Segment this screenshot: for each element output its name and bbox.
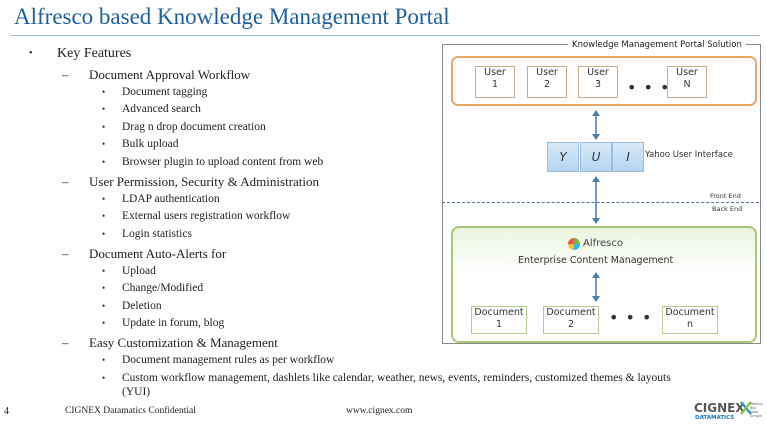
website-url: www.cignex.com: [346, 406, 413, 416]
document-number: n: [686, 319, 694, 330]
list-item: Change/Modified: [102, 282, 203, 294]
list-item: Drag n drop document creation: [102, 121, 266, 133]
yui-u-box: U: [580, 142, 612, 172]
ecm-label: Enterprise Content Management: [518, 255, 674, 266]
user-number: 2: [543, 79, 551, 90]
user-box: User 3: [578, 66, 618, 98]
list-item: Browser plugin to upload content from we…: [102, 156, 323, 168]
confidential-note: CIGNEX Datamatics Confidential: [65, 406, 196, 416]
document-label: Document: [474, 307, 524, 318]
document-box: Document n: [662, 306, 718, 334]
double-arrow-icon: [592, 176, 600, 224]
list-item: Bulk upload: [102, 138, 178, 150]
list-item: Login statistics: [102, 228, 192, 240]
list-item: Deletion: [102, 300, 161, 312]
back-end-label: Back End: [712, 205, 743, 213]
list-item: Document management rules as per workflo…: [102, 354, 334, 366]
double-arrow-icon: [592, 272, 600, 302]
section-heading: Document Auto-Alerts for: [62, 246, 226, 262]
yui-label: Yahoo User Interface: [645, 150, 733, 160]
list-item: External users registration workflow: [102, 210, 290, 222]
logo-tagline: Making Big Data Simple: [750, 402, 763, 418]
user-number: N: [683, 79, 691, 90]
list-item: Upload: [102, 265, 156, 277]
document-box: Document 1: [471, 306, 527, 334]
diagram-title: Knowledge Management Portal Solution: [568, 40, 746, 50]
user-label: User: [536, 67, 558, 78]
alfresco-logo-icon: [568, 238, 580, 250]
cignex-logo: CIGNEX DATAMATICS Making Big Data Simple: [694, 401, 763, 423]
key-features-heading: Key Features: [29, 46, 131, 62]
user-label: User: [676, 67, 698, 78]
user-label: User: [587, 67, 609, 78]
section-heading: User Permission, Security & Administrati…: [62, 174, 319, 190]
user-number: 1: [491, 79, 499, 90]
list-item: Document tagging: [102, 86, 207, 98]
list-item: Advanced search: [102, 103, 201, 115]
alfresco-logo-text: Alfresco: [583, 238, 624, 249]
front-end-label: Front End: [710, 192, 741, 200]
title-underline: [10, 35, 760, 36]
document-label: Document: [546, 307, 596, 318]
section-heading: Easy Customization & Management: [62, 335, 278, 351]
list-item-continuation: (YUI): [122, 386, 151, 398]
section-heading: Document Approval Workflow: [62, 67, 250, 83]
document-label: Document: [665, 307, 715, 318]
page-number: 4: [4, 406, 9, 417]
ellipsis-dots: • • •: [609, 308, 653, 327]
logo-text: CIGNEX: [694, 401, 745, 415]
user-number: 3: [594, 79, 602, 90]
double-arrow-icon: [592, 110, 600, 140]
logo-x-mark-icon: [740, 401, 752, 415]
yui-y-box: Y: [547, 142, 579, 172]
logo-subtext: DATAMATICS: [695, 415, 735, 421]
document-number: 2: [567, 319, 575, 330]
document-number: 1: [495, 319, 503, 330]
list-item: Custom workflow management, dashlets lik…: [102, 372, 671, 384]
user-box: User 1: [475, 66, 515, 98]
user-label: User: [484, 67, 506, 78]
tier-divider: [442, 202, 759, 203]
list-item: LDAP authentication: [102, 193, 220, 205]
user-box: User N: [667, 66, 707, 98]
yui-i-box: I: [612, 142, 644, 172]
slide-title: Alfresco based Knowledge Management Port…: [14, 4, 450, 29]
user-box: User 2: [527, 66, 567, 98]
ellipsis-dots: • • •: [627, 78, 671, 97]
document-box: Document 2: [543, 306, 599, 334]
list-item: Update in forum, blog: [102, 317, 224, 329]
